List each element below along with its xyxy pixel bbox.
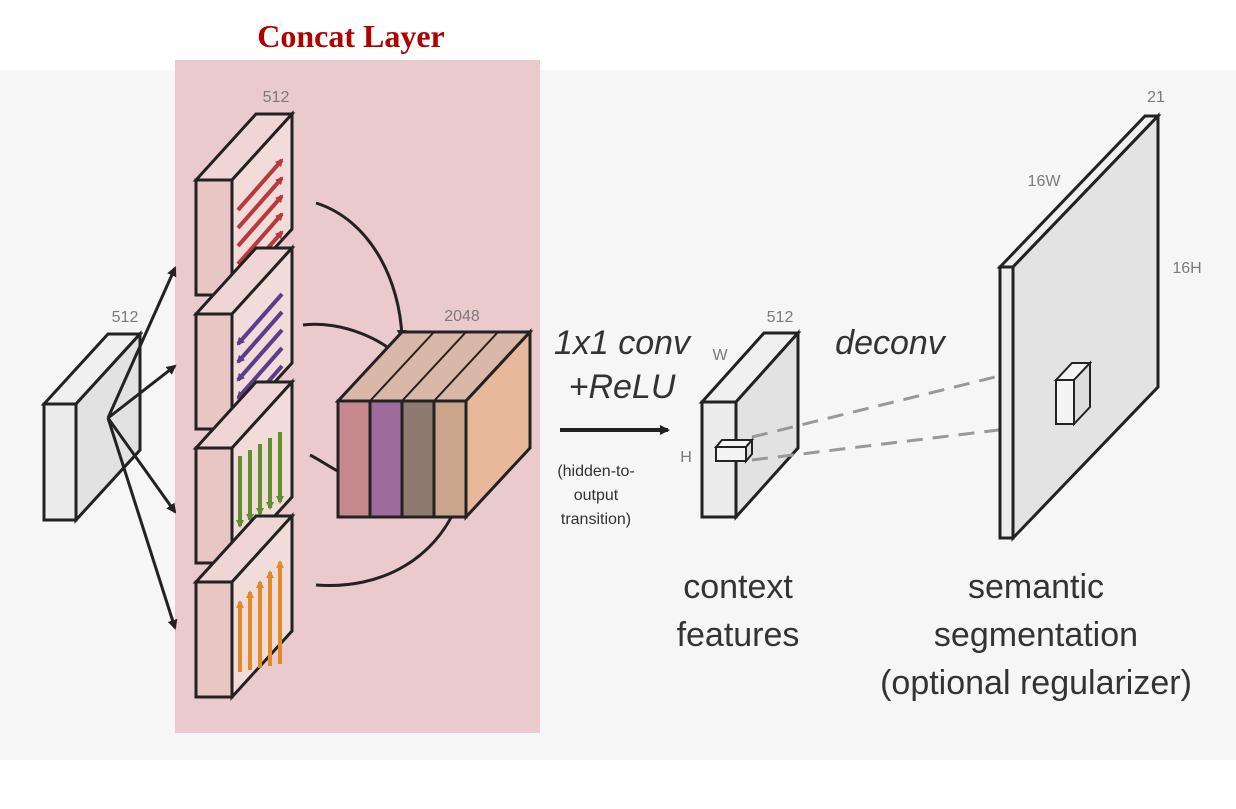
direction-arrow bbox=[236, 158, 284, 212]
stack-block-down bbox=[192, 378, 296, 567]
stack-block-up bbox=[192, 512, 296, 701]
context-w-label: W bbox=[712, 347, 728, 364]
segmentation-output-block bbox=[996, 112, 1162, 542]
direction-arrow bbox=[236, 310, 284, 364]
direction-arrow bbox=[236, 212, 284, 266]
concat-layer-title: Concat Layer bbox=[257, 18, 445, 54]
stack-arrows-down bbox=[236, 432, 284, 528]
context-caption-line2: features bbox=[677, 616, 800, 654]
context-feature-block bbox=[698, 329, 802, 521]
transition-line3: transition) bbox=[561, 511, 631, 528]
transition-line2: output bbox=[574, 487, 619, 504]
direction-arrow bbox=[236, 346, 284, 400]
output-dim-label: 21 bbox=[1147, 89, 1165, 106]
seg-caption-line3: (optional regularizer) bbox=[880, 664, 1192, 702]
output-h-label: 16H bbox=[1172, 260, 1201, 277]
direction-arrow bbox=[236, 194, 284, 248]
input-dim-label: 512 bbox=[112, 309, 139, 326]
deconv-label: deconv bbox=[835, 324, 947, 362]
conv-label-line2: +ReLU bbox=[569, 368, 676, 406]
seg-caption-line1: semantic bbox=[968, 568, 1104, 606]
context-dim-label: 512 bbox=[767, 309, 794, 326]
stack-block-up-right bbox=[192, 110, 296, 299]
direction-arrow bbox=[236, 328, 284, 382]
context-h-label: H bbox=[680, 449, 692, 466]
seg-caption-line2: segmentation bbox=[934, 616, 1138, 654]
transition-line1: (hidden-to- bbox=[557, 463, 634, 480]
direction-arrow bbox=[236, 176, 284, 230]
concat-dim-label: 2048 bbox=[444, 308, 480, 325]
stack-dim-label: 512 bbox=[263, 89, 290, 106]
output-w-label: 16W bbox=[1028, 173, 1062, 190]
conv-label-line1: 1x1 conv bbox=[554, 324, 692, 362]
stack-arrows-up bbox=[236, 560, 284, 672]
input-split-arrows bbox=[106, 266, 178, 630]
direction-arrow bbox=[236, 292, 284, 346]
directional-stacks bbox=[192, 110, 296, 701]
context-caption-line1: context bbox=[683, 568, 793, 606]
concat-feature-block bbox=[334, 328, 534, 521]
